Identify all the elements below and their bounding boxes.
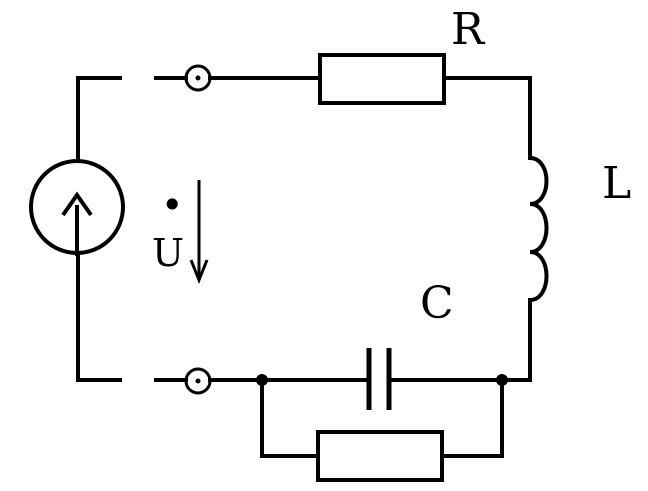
voltage-arrow-icon — [189, 180, 209, 285]
label-c: C — [420, 278, 454, 329]
source-bottom-wire — [76, 254, 122, 382]
label-u-dot: • — [161, 183, 183, 227]
label-r: R — [451, 4, 486, 55]
parallel-wire-right — [440, 378, 504, 458]
label-u: U — [152, 231, 184, 275]
resistor-parallel-icon — [316, 430, 444, 482]
label-l: L — [602, 158, 631, 209]
terminal-top-icon — [184, 64, 212, 92]
inductor-l-icon — [529, 156, 549, 302]
top-wire-right — [442, 76, 532, 160]
source-branch — [29, 76, 125, 382]
parallel-wire-left — [260, 378, 320, 458]
source-top-wire — [76, 76, 122, 160]
capacitor-c-icon — [366, 348, 392, 410]
terminal-bottom-icon — [184, 367, 212, 395]
resistor-r-icon — [318, 53, 446, 105]
voltage-source-icon — [29, 159, 125, 256]
